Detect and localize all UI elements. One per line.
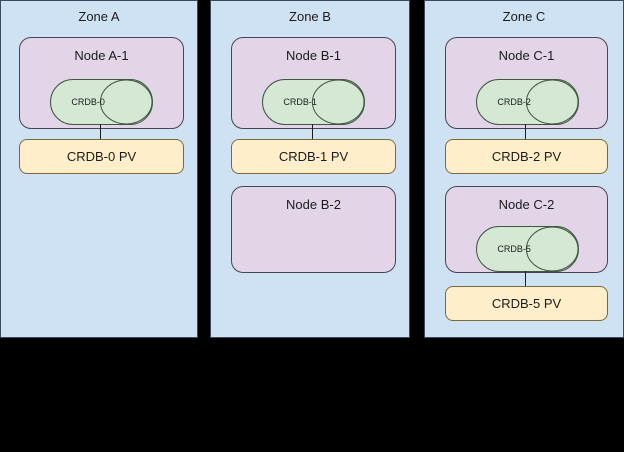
node-title: Node C-1 [498, 48, 555, 63]
zone-title: Zone A [78, 9, 120, 24]
persistent-volume-crdb-1-pv[interactable]: CRDB-1 PV [231, 139, 396, 174]
node-title: Node C-2 [498, 197, 555, 212]
database-cylinder-crdb-0[interactable]: CRDB-0 [50, 79, 153, 125]
persistent-volume-crdb-2-pv[interactable]: CRDB-2 PV [445, 139, 608, 174]
connector-line [312, 124, 313, 139]
connector-line [525, 124, 526, 139]
persistent-volume-label: CRDB-5 PV [491, 295, 562, 311]
node-title: Node A-1 [74, 48, 129, 63]
node-title: Node B-1 [286, 48, 341, 63]
persistent-volume-label: CRDB-2 PV [491, 148, 562, 164]
database-cylinder-crdb-5[interactable]: CRDB-5 [476, 226, 579, 272]
database-cylinder-crdb-2[interactable]: CRDB-2 [476, 79, 579, 125]
zone-title: Zone B [289, 9, 331, 24]
node-title: Node B-2 [286, 197, 341, 212]
persistent-volume-label: CRDB-0 PV [66, 148, 137, 164]
connector-line [100, 124, 101, 139]
persistent-volume-crdb-0-pv[interactable]: CRDB-0 PV [19, 139, 184, 174]
persistent-volume-label: CRDB-1 PV [278, 148, 349, 164]
node-box-node-b-2[interactable]: Node B-2 [231, 186, 396, 273]
connector-line [525, 271, 526, 286]
persistent-volume-crdb-5-pv[interactable]: CRDB-5 PV [445, 286, 608, 321]
database-cylinder-crdb-1[interactable]: CRDB-1 [262, 79, 365, 125]
zone-title: Zone C [502, 9, 546, 24]
